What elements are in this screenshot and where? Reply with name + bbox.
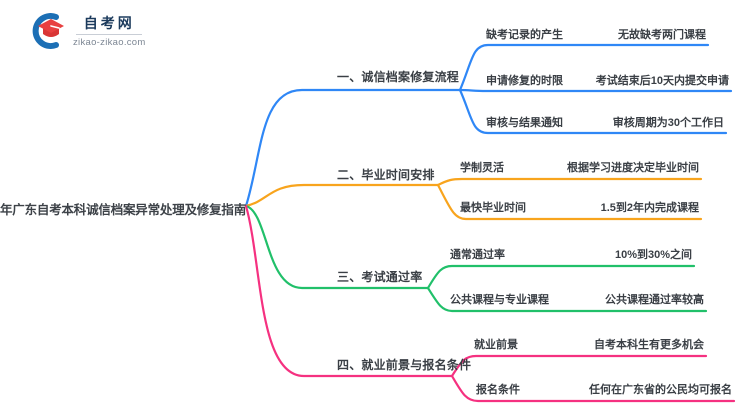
branch3-child1-line	[426, 264, 696, 290]
branch2-child2-label: 最快毕业时间	[460, 202, 526, 214]
graduation-cap-icon	[32, 13, 64, 49]
branch1-label: 一、诚信档案修复流程	[337, 70, 460, 84]
branch3-label: 三、考试通过率	[337, 270, 423, 284]
branch3-child2-line	[426, 286, 708, 313]
site-name: 自考网	[83, 15, 135, 31]
branch2-child2-line	[436, 183, 703, 221]
branch1-child2-value: 考试结束后10天内提交申请	[595, 75, 729, 87]
branch4-child1-label: 就业前景	[474, 339, 518, 351]
site-logo-text: 自考网 zikao-zikao.com	[73, 14, 146, 48]
branch2-child1-row: 学制灵活 根据学习进度决定毕业时间	[460, 159, 699, 175]
branch2-label: 二、毕业时间安排	[337, 168, 435, 182]
branch4-child2-row: 报名条件 任何在广东省的公民均可报名	[476, 381, 732, 397]
branch1-child1-value: 无故缺考两门课程	[618, 29, 706, 41]
branch3-child1-row: 通常通过率 10%到30%之间	[450, 246, 692, 262]
site-domain: zikao-zikao.com	[73, 37, 146, 48]
branch4-child2-value: 任何在广东省的公民均可报名	[589, 384, 732, 396]
branch4-child2-label: 报名条件	[476, 384, 520, 396]
branch2-child1-line	[436, 177, 703, 187]
branch1-child3-row: 审核与结果通知 审核周期为30个工作日	[486, 114, 724, 130]
bran3-child1-value: 10%到30%之间	[614, 249, 692, 261]
branch3-child2-value: 公共课程通过率较高	[605, 294, 704, 306]
branch1-child3-label: 审核与结果通知	[486, 117, 563, 129]
branch1-child1-label: 缺考记录的产生	[486, 29, 563, 41]
site-logo: 自考网 zikao-zikao.com	[30, 13, 146, 49]
branch1-child3-line	[458, 88, 728, 135]
branch4-child1-value: 自考本科生有更多机会	[594, 339, 704, 351]
branch2-child1-value: 根据学习进度决定毕业时间	[567, 162, 699, 174]
branch1-child2-row: 申请修复的时限 考试结束后10天内提交申请	[486, 72, 729, 88]
branch3-child2-row: 公共课程与专业课程 公共课程通过率较高	[450, 291, 704, 307]
branch2-child1-label: 学制灵活	[460, 162, 504, 174]
branch3-child2-label: 公共课程与专业课程	[450, 294, 549, 306]
branch2-child2-value: 1.5到2年内完成课程	[600, 202, 699, 214]
branch3-main-line	[244, 204, 430, 290]
branch1-main-line	[244, 88, 462, 208]
branch2-child2-row: 最快毕业时间 1.5到2年内完成课程	[460, 199, 699, 215]
branch1-child3-value: 审核周期为30个工作日	[612, 117, 724, 129]
branch1-child1-row: 缺考记录的产生 无故缺考两门课程	[486, 26, 706, 42]
branch4-main-line	[244, 204, 454, 378]
central-topic: 2025年广东自考本科诚信档案异常处理及修复指南	[0, 203, 246, 217]
branch4-child2-line	[450, 374, 736, 403]
branch4-label: 四、就业前景与报名条件	[337, 358, 472, 372]
branch4-child1-row: 就业前景 自考本科生有更多机会	[474, 336, 704, 352]
logo-divider	[76, 34, 143, 35]
branch1-child2-line	[458, 88, 733, 93]
branch1-child2-label: 申请修复的时限	[486, 75, 563, 87]
branch1-child1-line	[458, 43, 710, 92]
branch3-child1-label: 通常通过率	[450, 249, 505, 261]
branch4-child1-line	[450, 354, 708, 378]
branch2-main-line	[244, 183, 440, 208]
